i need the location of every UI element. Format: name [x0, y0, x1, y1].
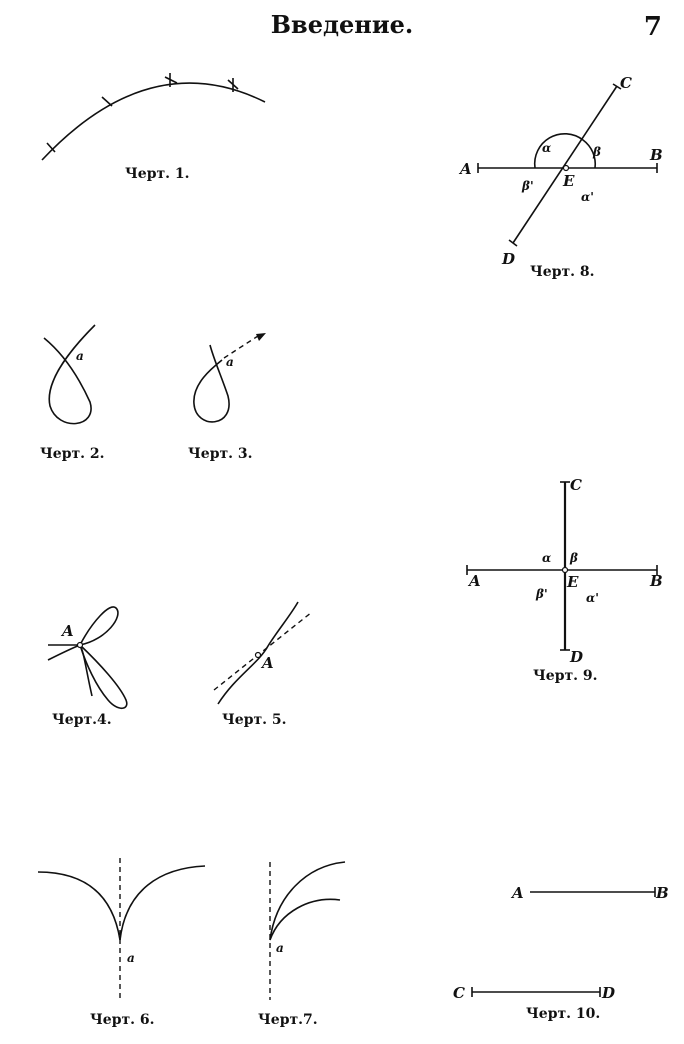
fig2-label-a: a	[76, 349, 84, 363]
fig9-label-c: C	[570, 476, 582, 494]
fig8-label-alpha-prime: α'	[581, 190, 594, 204]
fig8-label-beta: β	[592, 145, 601, 159]
fig4-label-a: A	[60, 622, 74, 640]
fig9-label-a: A	[467, 572, 481, 590]
fig5-curve	[217, 601, 299, 705]
fig2-loop	[43, 324, 96, 425]
fig9-point-e	[561, 566, 569, 574]
fig7-curve-inner	[269, 898, 341, 941]
fig6-curve-right	[119, 865, 206, 941]
figure-7: a Черт.7.	[258, 861, 346, 1028]
fig8-label-a: A	[458, 160, 472, 178]
fig7-label-a: a	[276, 941, 284, 955]
fig10-label-b: B	[655, 884, 669, 902]
fig8-label-c: C	[620, 74, 632, 92]
fig1-caption: Черт. 1.	[125, 166, 190, 182]
fig8-end-c	[612, 83, 622, 90]
fig4-point-a	[76, 641, 84, 649]
fig8-label-e: E	[562, 172, 575, 190]
fig8-end-d	[508, 239, 518, 247]
fig6-label-a: a	[127, 951, 135, 965]
fig5-point-a	[254, 651, 262, 659]
figure-1: Черт. 1.	[41, 73, 266, 182]
figure-2: a Черт. 2.	[40, 324, 105, 462]
fig10-caption: Черт. 10.	[526, 1006, 600, 1022]
fig3-caption: Черт. 3.	[188, 446, 253, 462]
fig1-tick-marks	[46, 73, 239, 153]
figure-5: A Черт. 5.	[213, 601, 313, 728]
fig9-label-d: D	[569, 648, 583, 666]
page-number: 7	[643, 12, 662, 42]
fig5-tangent	[213, 611, 313, 691]
fig7-caption: Черт.7.	[258, 1012, 318, 1028]
fig3-label-a: a	[226, 355, 234, 369]
fig8-angle-arc	[533, 133, 597, 169]
fig10-label-d: D	[601, 984, 615, 1002]
fig4-curve-loop-top	[79, 606, 119, 646]
fig4-caption: Черт.4.	[52, 712, 112, 728]
fig9-label-b: B	[649, 572, 663, 590]
fig6-caption: Черт. 6.	[90, 1012, 155, 1028]
fig1-arc	[41, 82, 266, 161]
fig10-label-c: C	[453, 984, 465, 1002]
figure-8: A B C D E α β β' α' Черт. 8.	[458, 74, 663, 280]
fig8-line-cd	[512, 85, 618, 244]
fig7-curve-outer	[269, 861, 346, 941]
figure-4: A Черт.4.	[47, 606, 128, 728]
page-title: Введение.	[270, 10, 414, 39]
fig4-curve-branch	[47, 643, 93, 697]
fig9-label-beta: β	[569, 551, 578, 565]
fig5-label-a: A	[260, 654, 274, 672]
fig8-label-beta-prime: β'	[521, 179, 534, 193]
fig9-label-e: E	[566, 573, 579, 591]
fig4-curve-loop-bottom	[79, 644, 128, 710]
fig3-arrow	[256, 333, 266, 341]
fig3-loop	[193, 344, 230, 423]
fig8-label-alpha: α	[542, 141, 551, 155]
figure-6: a Черт. 6.	[37, 858, 206, 1028]
fig6-curve-left	[37, 871, 121, 941]
fig8-point-e	[562, 164, 570, 172]
fig8-label-d: D	[501, 250, 515, 268]
fig9-label-alpha-prime: α'	[586, 591, 599, 605]
fig2-caption: Черт. 2.	[40, 446, 105, 462]
fig8-label-b: B	[649, 146, 663, 164]
fig9-caption: Черт. 9.	[533, 668, 598, 684]
figure-3: a Черт. 3.	[188, 333, 266, 462]
fig10-label-a: A	[510, 884, 524, 902]
fig3-tangent	[223, 335, 259, 359]
fig9-label-beta-prime: β'	[535, 587, 548, 601]
figure-10: A B C D Черт. 10.	[453, 884, 669, 1022]
figure-9: A B C D E α β β' α' Черт. 9.	[466, 476, 663, 684]
fig9-label-alpha: α	[542, 551, 551, 565]
fig8-caption: Черт. 8.	[530, 264, 595, 280]
fig5-caption: Черт. 5.	[222, 712, 287, 728]
